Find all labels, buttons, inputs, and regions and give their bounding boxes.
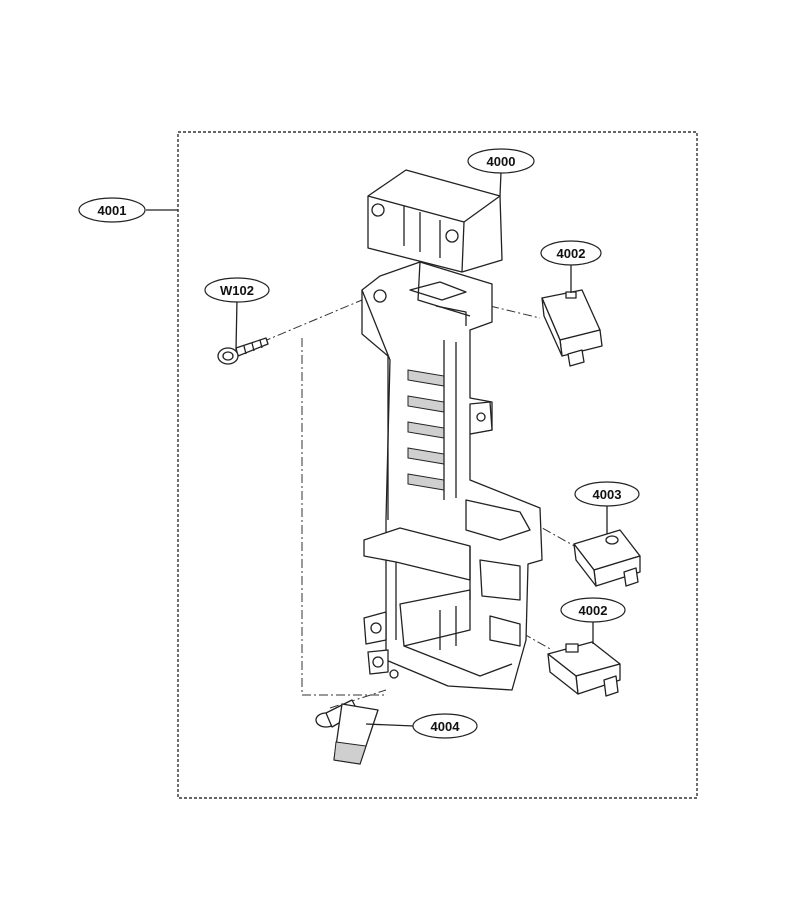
latch-bracket-part <box>361 169 543 691</box>
callout-frame: 4001 <box>78 197 146 223</box>
label-switch-top: 4002 <box>557 246 586 261</box>
assembly-guide-lines <box>261 299 579 709</box>
label-switch-middle: 4003 <box>593 487 622 502</box>
label-switch-bottom: 4002 <box>579 603 608 618</box>
label-bracket: 4000 <box>487 154 516 169</box>
callout-switch-top: 4002 <box>540 240 602 266</box>
callout-lever: 4004 <box>412 713 478 739</box>
micro-switch-middle-part <box>573 529 641 587</box>
assembly-frame <box>177 131 698 799</box>
label-screw: W102 <box>220 283 254 298</box>
callout-bracket: 4000 <box>467 148 535 174</box>
label-frame: 4001 <box>98 203 127 218</box>
leader-lines <box>146 171 608 727</box>
screw-part <box>217 337 269 365</box>
lever-part <box>315 699 379 765</box>
label-lever: 4004 <box>431 719 461 734</box>
micro-switch-bottom-part <box>547 641 621 697</box>
micro-switch-top-part <box>541 289 603 367</box>
callout-screw: W102 <box>204 277 270 303</box>
callout-switch-bottom: 4002 <box>560 597 626 623</box>
callout-switch-middle: 4003 <box>574 481 640 507</box>
